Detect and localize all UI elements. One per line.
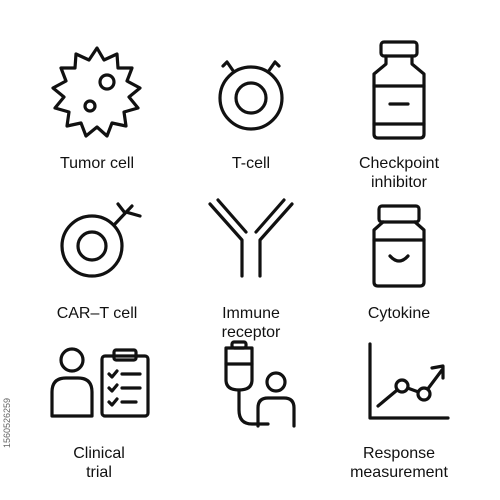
infusion-patient-icon [196, 330, 306, 440]
icon-tile-clinical-trial: Clinical trial [24, 330, 174, 481]
t-cell-icon [196, 40, 306, 150]
clinical-trial-label: Clinical trial [73, 445, 125, 481]
icon-tile-infusion-patient [176, 330, 326, 480]
tumor-cell-icon [42, 40, 152, 150]
icon-tile-checkpoint-inhibitor: Checkpoint inhibitor [324, 40, 474, 191]
checkpoint-inhibitor-label: Checkpoint inhibitor [358, 155, 440, 191]
stock-id-watermark: 1560526259 [2, 397, 12, 449]
car-t-cell-icon [42, 190, 152, 300]
icon-tile-cytokine: Cytokine [324, 190, 474, 340]
cytokine-icon [344, 190, 454, 300]
cytokine-label: Cytokine [367, 305, 431, 322]
icon-tile-response-measurement: Response measurement [324, 330, 474, 481]
immune-receptor-icon [196, 190, 306, 300]
car-t-cell-label: CAR–T cell [56, 305, 138, 322]
checkpoint-inhibitor-icon [344, 40, 454, 150]
icon-tile-immune-receptor: Immune receptor [176, 190, 326, 341]
tumor-cell-label: Tumor cell [59, 155, 135, 172]
t-cell-label: T-cell [231, 155, 271, 172]
icon-tile-car-t-cell: CAR–T cell [22, 190, 172, 340]
icon-tile-t-cell: T-cell [176, 40, 326, 190]
immune-receptor-label: Immune receptor [221, 305, 281, 341]
clinical-trial-icon [44, 330, 154, 440]
response-measurement-label: Response measurement [350, 445, 448, 481]
response-measurement-icon [344, 330, 454, 440]
icon-tile-tumor-cell: Tumor cell [22, 40, 172, 190]
